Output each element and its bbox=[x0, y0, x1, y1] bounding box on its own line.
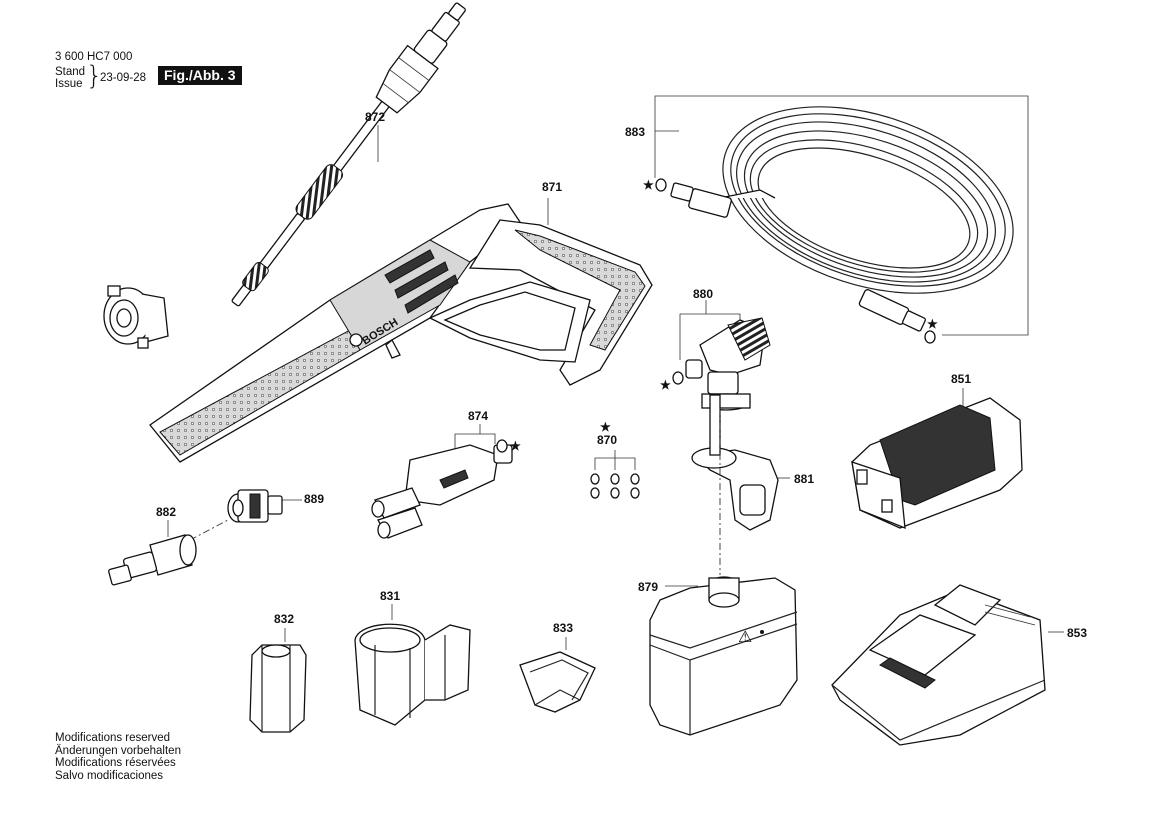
label-881: 881 bbox=[794, 472, 814, 486]
part-880-angled-nozzle bbox=[672, 300, 771, 411]
part-851-battery-pack bbox=[851, 388, 1023, 530]
footer-line-de: Änderungen vorbehalten bbox=[55, 744, 181, 757]
label-882: 882 bbox=[156, 505, 176, 519]
label-883: 883 bbox=[625, 125, 645, 139]
header-brace: } bbox=[86, 61, 103, 91]
part-879-water-tank: ⚠ bbox=[649, 408, 798, 736]
issue-label: Issue bbox=[55, 78, 83, 90]
star-880: ★ bbox=[660, 378, 671, 392]
footer-line-en: Modifications reserved bbox=[55, 732, 171, 744]
footer-line-es: Salvo modificaciones bbox=[55, 769, 164, 782]
label-872: 872 bbox=[365, 110, 385, 124]
document-number: 3 600 HC7 000 bbox=[55, 51, 133, 63]
svg-text:⚠: ⚠ bbox=[738, 627, 752, 646]
part-889-filter bbox=[227, 489, 302, 523]
part-831-holder-bracket bbox=[354, 604, 471, 726]
label-833: 833 bbox=[553, 621, 573, 635]
issue-date: 23-09-28 bbox=[100, 72, 147, 84]
part-870-o-ring-set bbox=[590, 450, 640, 499]
part-833-scoop bbox=[519, 637, 596, 713]
star-883-right: ★ bbox=[927, 317, 938, 331]
figure-label: Fig./Abb. 3 bbox=[158, 66, 242, 85]
label-874: 874 bbox=[468, 409, 488, 423]
label-870: 870 bbox=[597, 433, 617, 447]
label-832: 832 bbox=[274, 612, 294, 626]
label-879: 879 bbox=[638, 580, 658, 594]
stand-label: Stand bbox=[55, 66, 86, 78]
label-831: 831 bbox=[380, 589, 400, 603]
label-853: 853 bbox=[1067, 626, 1087, 640]
part-872-spray-lance bbox=[103, 2, 466, 349]
label-889: 889 bbox=[304, 492, 324, 506]
part-881-nozzle-holder bbox=[691, 394, 790, 531]
part-832-clip bbox=[249, 628, 307, 733]
star-870: ★ bbox=[600, 420, 611, 434]
part-874-rotary-nozzle bbox=[371, 424, 513, 539]
footer-notes: Modifications reserved Änderungen vorbeh… bbox=[55, 732, 181, 782]
part-883-high-pressure-hose bbox=[654, 95, 1029, 344]
star-874: ★ bbox=[510, 439, 521, 453]
star-883-left: ★ bbox=[643, 178, 654, 192]
footer-line-fr: Modifications réservées bbox=[55, 757, 176, 769]
part-871-trigger-gun: BOSCH bbox=[149, 198, 653, 463]
label-851: 851 bbox=[951, 372, 971, 386]
part-882-adapter bbox=[108, 519, 229, 586]
label-871: 871 bbox=[542, 180, 562, 194]
label-880: 880 bbox=[693, 287, 713, 301]
part-853-battery-charger bbox=[831, 584, 1064, 746]
